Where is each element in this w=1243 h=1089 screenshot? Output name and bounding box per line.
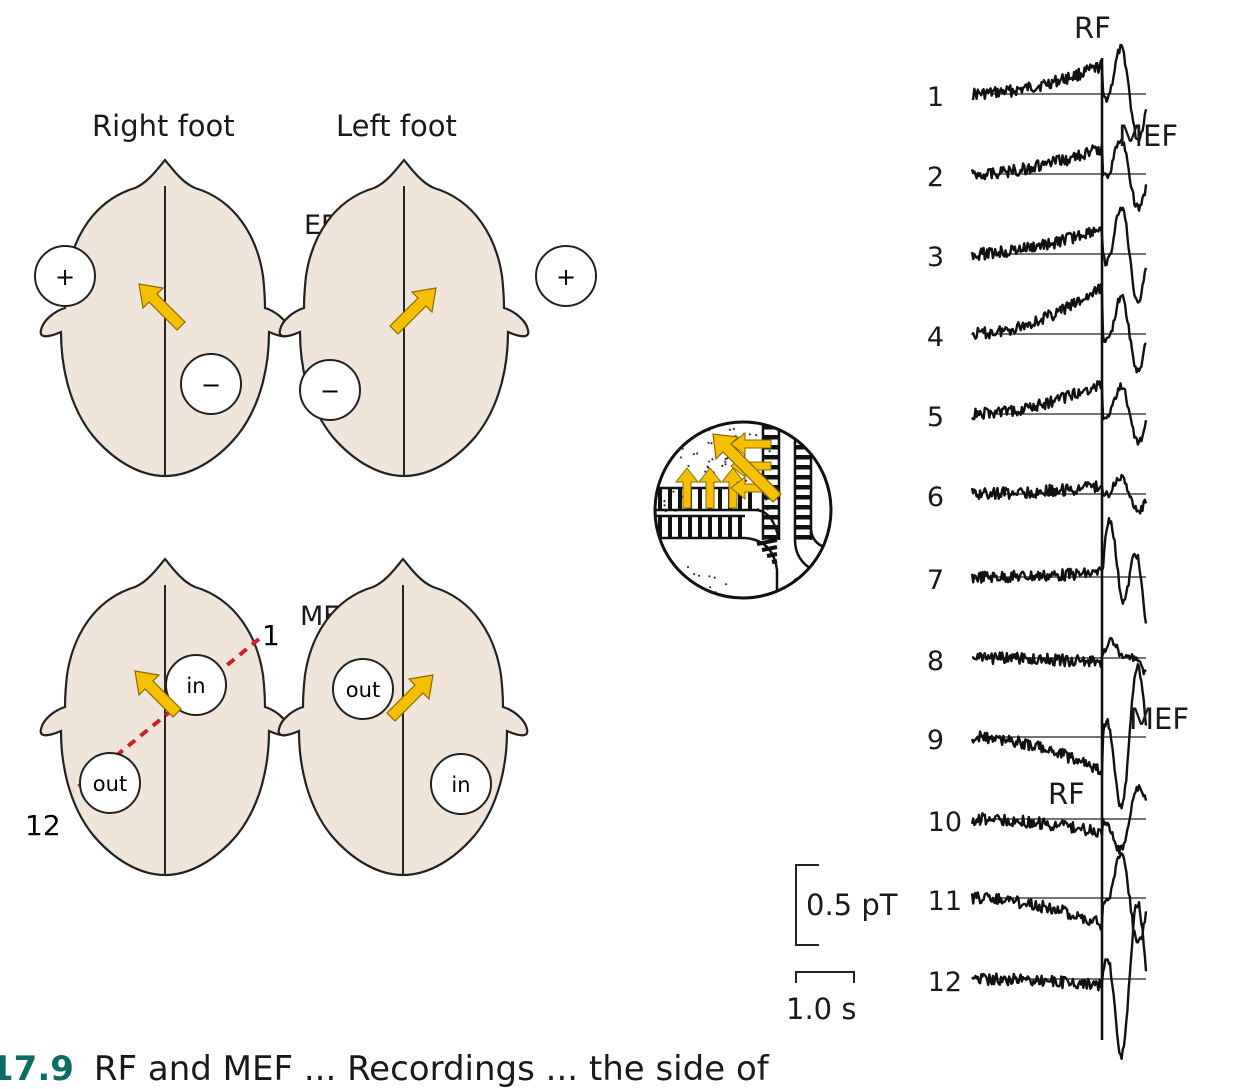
cortex-inset [653,420,833,600]
sensor-line-end-label: 12 [25,809,61,842]
trace-ch-2 [970,138,1148,212]
field-out-label: out [93,772,127,796]
amplitude-scale-bar [795,864,819,946]
channel-number: 7 [926,565,944,596]
trace-ch-9 [970,663,1148,810]
trace-ch-12 [971,901,1148,1061]
trace-label-mef-ch2: MEF [1118,119,1179,153]
figure-number: 17.9 [0,1049,74,1089]
electrode-positive-label: + [556,263,576,291]
electrode-negative-label: − [320,377,340,405]
trace-ch-5 [971,380,1148,446]
channel-number: 9 [926,725,944,756]
electrode-negative [299,359,361,421]
trace-ch-1 [971,43,1148,143]
trace-label-mef-ch9: MEF [1129,702,1190,736]
field-in-circle [165,654,227,716]
field-out-circle [79,752,141,814]
channel-number: 3 [926,242,944,273]
inset-border [653,420,833,600]
trace-ch-4 [971,283,1147,374]
trace-ch-8 [972,636,1147,676]
field-out-circle [332,658,394,720]
channel-number: 11 [927,886,962,917]
trace-ch-10 [970,784,1148,855]
channel-number: 12 [927,967,962,998]
trace-ch-7 [970,517,1148,624]
channel-number: 4 [926,322,944,353]
head-eeg-left-foot: + − [278,158,597,478]
electrode-negative-label: − [201,371,221,399]
figure-caption: 17.9 RF and MEF ... Recordings ... the si… [0,1052,769,1086]
head-meg-right-foot: in out 1 12 [25,557,291,877]
channel-number: 8 [926,646,944,677]
channel-number: 5 [926,402,944,433]
field-in-circle [430,753,492,815]
trace-label-rf-ch10: RF [1048,777,1085,811]
channel-number: 2 [926,162,944,193]
trace-ch-11 [970,852,1148,944]
trace-ch-6 [970,473,1148,515]
field-out-label: out [346,678,380,702]
caption-text: RF and MEF ... Recordings ... the side o… [93,1049,769,1089]
electrode-positive [535,245,597,307]
electrode-positive-label: + [55,263,75,291]
channel-number: 1 [926,82,944,113]
field-in-label: in [451,773,470,797]
field-in-label: in [186,674,205,698]
amplitude-scale-label: 0.5 pT [806,888,898,922]
sensor-line-start-label: 1 [262,619,280,652]
column-heading-right-foot: Right foot [92,109,235,143]
head-eeg-right-foot: + − [34,158,291,478]
electrode-positive [34,245,96,307]
column-heading-left-foot: Left foot [336,109,457,143]
channel-number: 6 [926,482,944,513]
time-scale-label: 1.0 s [786,992,857,1026]
meg-traces [970,43,1148,1061]
trace-label-rf-top: RF [1074,11,1111,45]
channel-number: 10 [927,807,962,838]
electrode-negative [180,353,242,415]
time-scale-bar [795,971,855,983]
trace-ch-3 [970,206,1148,304]
head-meg-left-foot: out in [277,557,529,877]
